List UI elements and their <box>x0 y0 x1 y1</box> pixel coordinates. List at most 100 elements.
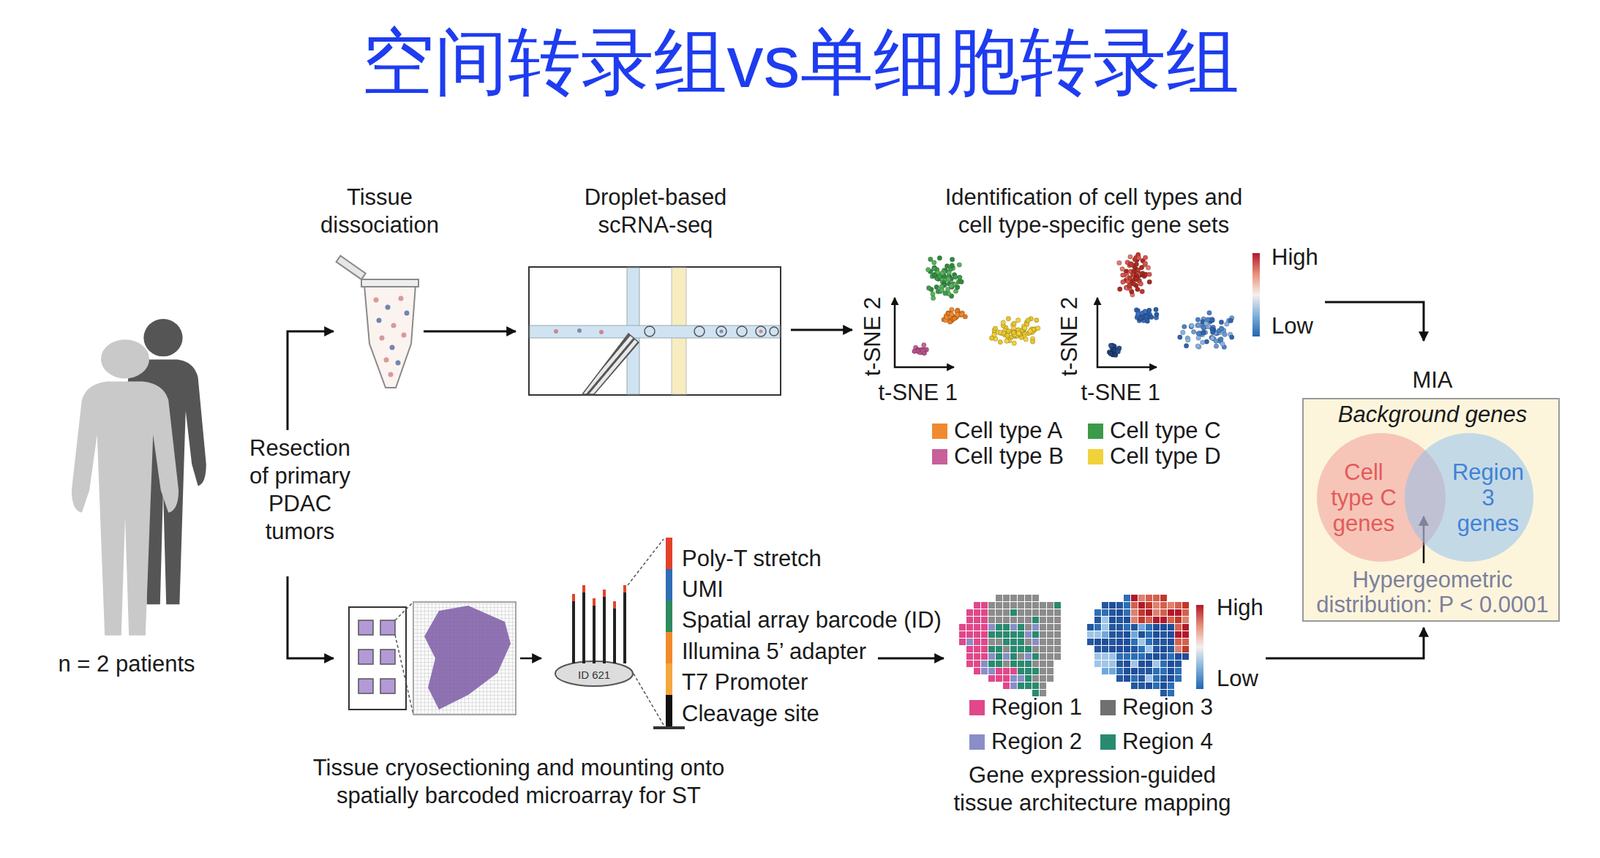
cell-dot <box>1183 343 1189 349</box>
cell-dot <box>947 319 952 325</box>
spot <box>1138 653 1145 660</box>
droplet <box>755 326 766 337</box>
spot <box>1032 653 1039 660</box>
spot <box>1152 667 1160 675</box>
spot <box>1131 660 1138 668</box>
spot <box>1094 624 1102 631</box>
spot <box>1131 631 1138 638</box>
spot <box>1174 645 1182 653</box>
gene-set-name: Cell type C genes <box>1325 459 1402 537</box>
generated-plots <box>912 252 1235 697</box>
spot <box>1138 675 1145 682</box>
cell-dot <box>1022 326 1027 331</box>
capture-area <box>380 620 396 636</box>
cell-dot <box>1115 349 1121 355</box>
oligo <box>572 601 576 664</box>
oligo <box>602 596 606 664</box>
spot <box>1010 594 1017 602</box>
stage-caption: Resection of primary PDAC tumors <box>234 434 366 546</box>
spot <box>1160 653 1167 660</box>
spot <box>1039 675 1047 682</box>
cell-dot <box>953 275 958 280</box>
cell-dot <box>1200 340 1205 345</box>
cell-dot <box>1128 261 1134 267</box>
spot <box>1123 631 1131 638</box>
spot <box>1109 638 1116 646</box>
spot <box>1017 616 1025 624</box>
oligo-part: UMI <box>681 575 724 604</box>
spot <box>1101 653 1109 660</box>
cell-dot <box>1207 310 1212 316</box>
spot <box>966 616 974 624</box>
spot <box>981 653 988 660</box>
cell-dot <box>1004 338 1009 344</box>
spot <box>1010 653 1017 660</box>
oligo-base <box>653 726 685 730</box>
spot <box>973 638 981 646</box>
axis-label: t-SNE 1 <box>1081 378 1162 407</box>
spot <box>1131 594 1138 602</box>
spot <box>1116 660 1123 668</box>
flow-arrow <box>1324 302 1424 341</box>
droplet <box>644 326 655 337</box>
cell-dot <box>932 272 938 278</box>
legend-swatch <box>932 449 948 465</box>
cell-dot <box>1143 314 1148 319</box>
spot <box>1032 675 1039 682</box>
cell-dot <box>1117 286 1123 292</box>
cell-dot <box>1201 329 1206 335</box>
spot <box>1123 609 1131 617</box>
spot <box>1003 653 1010 660</box>
oligo-tip <box>613 601 617 609</box>
spot <box>966 624 974 631</box>
gene-set-name: Region 3 genes <box>1450 459 1527 537</box>
spot <box>1039 609 1047 617</box>
cell-dot <box>1001 330 1006 336</box>
colorbar-label: High <box>1271 243 1319 272</box>
cell-dot <box>1005 329 1011 334</box>
cell-dot <box>1220 341 1225 347</box>
cell-dot <box>937 256 942 261</box>
cell-dot <box>1015 318 1020 323</box>
spot <box>973 624 981 631</box>
oligo-tip <box>572 594 576 602</box>
axis-label: t-SNE 1 <box>878 378 959 407</box>
spot <box>1054 645 1061 653</box>
patient-figure <box>71 339 179 636</box>
spot <box>1046 609 1054 617</box>
spot <box>995 616 1003 624</box>
spot <box>995 653 1003 660</box>
spot <box>1101 609 1109 617</box>
spot <box>1017 675 1025 682</box>
spot <box>988 638 995 646</box>
spot <box>995 667 1003 675</box>
channel <box>529 325 780 338</box>
spot <box>1010 682 1017 690</box>
spot <box>1116 631 1123 638</box>
spot <box>1182 645 1189 653</box>
cell <box>401 332 407 338</box>
spot <box>1145 638 1153 646</box>
spot <box>1131 645 1138 653</box>
spot <box>1174 653 1182 660</box>
spot <box>1039 667 1047 675</box>
spot <box>1167 667 1175 675</box>
spot <box>1017 624 1025 631</box>
spot <box>966 653 974 660</box>
spot <box>981 624 988 631</box>
head <box>100 339 150 379</box>
zoom-line <box>395 635 414 715</box>
spot <box>1054 638 1061 646</box>
zoom-line <box>633 673 664 726</box>
head <box>143 318 183 357</box>
spot <box>1032 594 1039 602</box>
oligo-segment <box>665 537 673 570</box>
legend-swatch <box>932 423 948 439</box>
tube <box>336 256 419 388</box>
spot <box>1160 667 1167 675</box>
spot <box>1182 638 1189 646</box>
spot <box>1017 631 1025 638</box>
cell-dot <box>1117 260 1122 265</box>
spot <box>1123 667 1131 675</box>
plot-axes <box>1097 297 1157 368</box>
